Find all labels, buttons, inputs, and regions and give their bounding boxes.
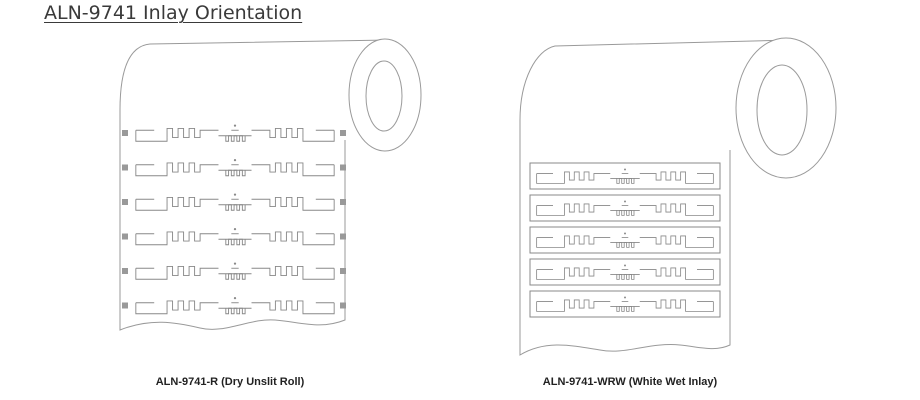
white-wet-inlay-roll <box>519 37 837 356</box>
roll-caption-left: ALN-9741-R (Dry Unslit Roll) <box>155 376 305 388</box>
registration-mark <box>122 233 128 240</box>
registration-mark <box>340 199 346 205</box>
dry-unslit-roll <box>119 38 422 331</box>
inlay-frame <box>529 162 721 190</box>
inlay-frame <box>529 226 721 254</box>
inlay <box>122 262 346 280</box>
registration-mark <box>340 164 346 171</box>
inlay-column-left <box>122 124 346 315</box>
registration-mark <box>122 199 128 205</box>
registration-mark <box>122 164 128 171</box>
roll-outline <box>119 39 391 331</box>
inlay <box>529 226 721 254</box>
registration-mark <box>122 268 128 274</box>
inlay <box>122 124 346 142</box>
inlay-column-right <box>529 162 721 318</box>
inlay <box>529 194 721 222</box>
inlay <box>529 290 721 318</box>
roll-caption-right: ALN-9741-WRW (White Wet Inlay) <box>542 376 718 388</box>
roll-core-inner <box>756 64 808 156</box>
inlay-frame <box>529 194 721 222</box>
registration-mark <box>340 233 346 240</box>
diagram-title: ALN-9741 Inlay Orientation <box>44 2 303 24</box>
inlay <box>122 158 346 177</box>
inlay-frame <box>529 258 721 286</box>
inlay <box>529 258 721 286</box>
inlay <box>529 162 721 190</box>
inlay <box>122 227 346 246</box>
inlay <box>122 193 346 211</box>
inlay-frame <box>529 290 721 318</box>
registration-mark <box>340 302 346 309</box>
inlay <box>122 296 346 315</box>
registration-mark <box>340 268 346 274</box>
registration-mark <box>340 130 346 136</box>
registration-mark <box>122 302 128 309</box>
registration-mark <box>122 130 128 136</box>
roll-core-inner <box>365 60 403 132</box>
